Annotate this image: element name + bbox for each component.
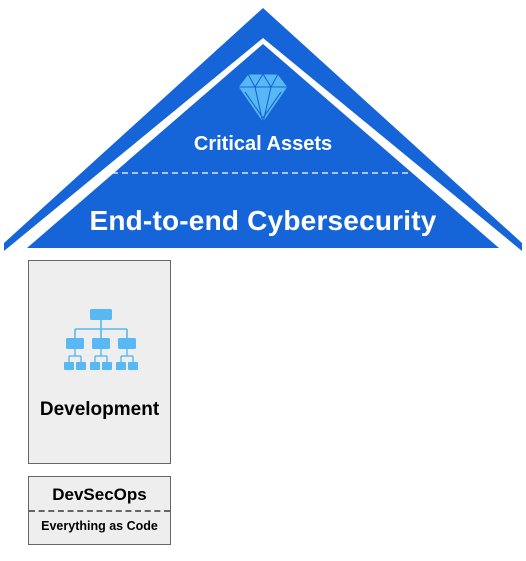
pillar-development: Development [28,260,171,464]
pillar-label: Development [39,399,160,420]
diamond-icon [237,73,289,124]
roof-shape [4,8,522,251]
org-chart-icon [64,309,138,370]
foundation: DevSecOps Everything as Code [28,476,171,545]
roof: Critical Assets End-to-end Cybersecurity [0,0,526,260]
foundation-title: DevSecOps [52,485,147,504]
critical-assets-label: Critical Assets [193,133,333,155]
foundation-subtitle: Everything as Code [41,519,158,533]
cybersecurity-label: End-to-end Cybersecurity [89,205,437,236]
foundation-divider [29,510,170,512]
